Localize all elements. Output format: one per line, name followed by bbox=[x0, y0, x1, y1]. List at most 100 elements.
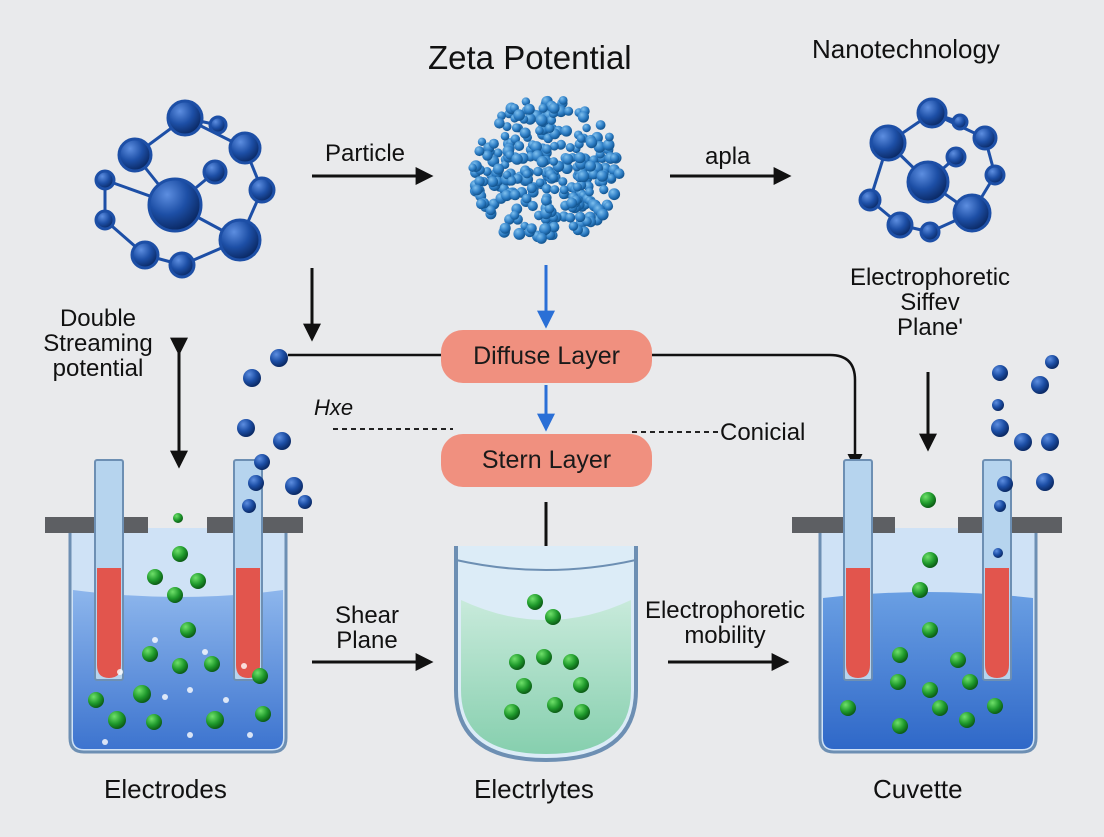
diagram-title: Zeta Potential bbox=[428, 39, 632, 76]
nanoparticle-bead bbox=[564, 106, 574, 116]
nanoparticle-bead bbox=[561, 162, 573, 174]
nanoparticle-bead bbox=[492, 163, 505, 175]
nanoparticle-bead bbox=[502, 170, 512, 180]
nanoparticle-bead bbox=[562, 153, 574, 165]
nanoparticle-bead bbox=[533, 166, 543, 177]
nanoparticle-bead bbox=[605, 132, 614, 142]
nanoparticle-bead bbox=[522, 169, 532, 179]
nanoparticle-bead bbox=[565, 212, 576, 223]
nanoparticle-bead bbox=[548, 102, 560, 114]
particle-dot bbox=[237, 419, 255, 437]
ion-particles bbox=[88, 349, 1059, 745]
ion-dot bbox=[547, 697, 563, 713]
ion-dot bbox=[173, 513, 183, 523]
nanoparticle-bead bbox=[494, 118, 505, 129]
nanoparticle-bead bbox=[607, 174, 616, 183]
nanoparticle-bead bbox=[521, 97, 531, 106]
nanoparticle-bead bbox=[558, 96, 568, 105]
nanoparticle-bead bbox=[540, 195, 552, 206]
particle-dot bbox=[997, 476, 1013, 492]
particle-dot bbox=[1041, 433, 1059, 451]
ion-dot bbox=[892, 718, 908, 734]
nanoparticle-bead bbox=[535, 232, 547, 244]
nanoparticle-cluster-icon bbox=[468, 95, 625, 244]
nanoparticle-bead bbox=[535, 114, 548, 127]
particle-dot bbox=[991, 419, 1009, 437]
particle-dot bbox=[285, 477, 303, 495]
nanoparticle-bead bbox=[488, 138, 499, 149]
ion-dot bbox=[959, 712, 975, 728]
label-electrophoretic-mobility: Electrophoretic mobility bbox=[644, 597, 806, 650]
ion-dot bbox=[504, 704, 520, 720]
ion-dot bbox=[108, 711, 126, 729]
bubble-dot bbox=[102, 739, 108, 745]
nanoparticle-bead bbox=[477, 137, 487, 146]
particle-dot bbox=[993, 548, 1003, 558]
ion-dot bbox=[922, 552, 938, 568]
ion-dot bbox=[987, 698, 1003, 714]
nanoparticle-bead bbox=[487, 176, 499, 188]
nanoparticle-bead bbox=[548, 221, 560, 233]
nanoparticle-bead bbox=[526, 183, 537, 194]
nanoparticle-bead bbox=[538, 103, 548, 113]
ion-dot bbox=[922, 682, 938, 698]
nanoparticle-bead bbox=[597, 208, 609, 221]
ion-dot bbox=[206, 711, 224, 729]
nanoparticle-bead bbox=[576, 134, 586, 143]
nanoparticle-bead bbox=[519, 127, 531, 139]
nanoparticle-bead bbox=[476, 198, 487, 210]
nanoparticle-bead bbox=[499, 222, 511, 234]
nanoparticle-bead bbox=[577, 111, 590, 123]
ion-dot bbox=[190, 573, 206, 589]
ion-dot bbox=[527, 594, 543, 610]
nanoparticle-bead bbox=[500, 131, 510, 141]
nanoparticle-bead bbox=[514, 141, 525, 151]
nanoparticle-bead bbox=[602, 139, 615, 151]
nanoparticle-bead bbox=[542, 144, 552, 154]
ion-dot bbox=[950, 652, 966, 668]
nanoparticle-bead bbox=[565, 143, 575, 152]
molecule-left-icon bbox=[94, 99, 276, 279]
nanoparticle-bead bbox=[574, 152, 586, 164]
ion-dot bbox=[172, 658, 188, 674]
nanoparticle-bead bbox=[599, 185, 609, 195]
particle-dot bbox=[992, 365, 1008, 381]
bubble-dot bbox=[117, 669, 123, 675]
bubble-dot bbox=[187, 732, 193, 738]
nanoparticle-bead bbox=[595, 120, 606, 130]
bubble-dot bbox=[202, 649, 208, 655]
label-conicial: Conicial bbox=[720, 419, 806, 446]
nanoparticle-bead bbox=[577, 170, 590, 183]
label-electrolytes: Electrlytes bbox=[474, 774, 594, 804]
particle-dot bbox=[248, 475, 264, 491]
nanoparticle-bead bbox=[474, 146, 485, 157]
nanoparticle-bead bbox=[513, 227, 526, 240]
bubble-dot bbox=[241, 663, 247, 669]
nanoparticle-bead bbox=[474, 176, 485, 187]
ion-dot bbox=[133, 685, 151, 703]
nanoparticle-bead bbox=[608, 188, 621, 201]
bubble-dot bbox=[162, 694, 168, 700]
ion-dot bbox=[892, 647, 908, 663]
ion-dot bbox=[255, 706, 271, 722]
ion-dot bbox=[509, 654, 525, 670]
nanoparticle-bead bbox=[582, 123, 591, 133]
nanoparticle-bead bbox=[509, 210, 520, 220]
ion-dot bbox=[536, 649, 552, 665]
ion-dot bbox=[932, 700, 948, 716]
label-cuvette: Cuvette bbox=[873, 774, 963, 804]
ion-dot bbox=[167, 587, 183, 603]
nanoparticle-bead bbox=[585, 136, 598, 149]
particle-dot bbox=[270, 349, 288, 367]
nanoparticle-bead bbox=[485, 205, 496, 216]
nanoparticle-bead bbox=[482, 150, 493, 161]
ion-dot bbox=[840, 700, 856, 716]
nanoparticle-bead bbox=[523, 103, 535, 115]
particle-dot bbox=[1014, 433, 1032, 451]
nanoparticle-bead bbox=[572, 182, 582, 192]
nanoparticle-bead bbox=[471, 184, 483, 196]
ion-dot bbox=[147, 569, 163, 585]
nanoparticle-bead bbox=[493, 148, 503, 158]
